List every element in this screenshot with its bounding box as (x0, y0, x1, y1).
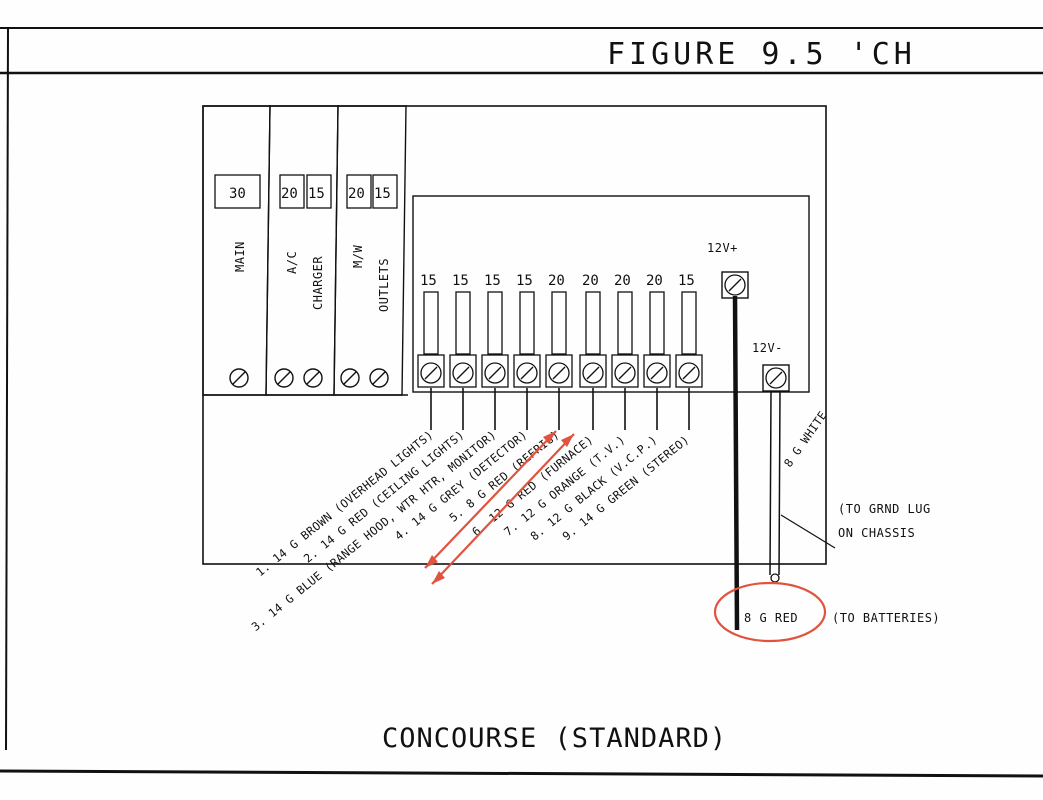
ground-cable-left (769, 391, 772, 576)
ground-cable-end (770, 573, 780, 583)
ac-charger-breaker-column (265, 105, 339, 396)
fuse-screw-slot (488, 366, 502, 380)
frame-bottom-line (0, 769, 1043, 778)
fuse-screw-slot (682, 366, 696, 380)
circuit-label-list: 1. 14 G BROWN (OVERHEAD LIGHTS)2. 14 G R… (249, 427, 692, 633)
charger-breaker-screw (303, 368, 323, 388)
fuse-screw-slot (618, 366, 632, 380)
fuse-slot (423, 291, 439, 355)
fuse-rating: 15 (452, 273, 469, 289)
outlets-breaker-screw (369, 368, 389, 388)
fuse-terminal-block (675, 354, 703, 388)
fuse-terminal-block (481, 354, 509, 388)
battery-highlight-circle (713, 581, 827, 643)
fuse-row: 15 15 15 15 20 20 20 20 15 (417, 273, 703, 430)
fuse-rating: 15 (484, 273, 501, 289)
battery-cable (732, 295, 740, 631)
ac-amp-box (279, 174, 305, 209)
charger-amp-box (306, 174, 332, 209)
fuse-slot (649, 291, 665, 355)
fuse-panel (412, 195, 810, 393)
neg-terminal-label: 12V- (752, 341, 783, 355)
ground-cable-right (778, 391, 781, 576)
charger-label: CHARGER (311, 256, 325, 310)
fuse-slot (487, 291, 503, 355)
mw-breaker-screw (340, 368, 360, 388)
furnace-arrow-head-end (561, 434, 574, 447)
fuse-terminal-screw-icon (646, 362, 668, 384)
fuse-rating: 20 (646, 273, 663, 289)
fuse-slot (585, 291, 601, 355)
ground-note-line-1: (TO GRND LUG (838, 502, 931, 516)
fuse-terminal-block (513, 354, 541, 388)
outlets-amp-box (372, 174, 398, 209)
fuse-terminal-block (449, 354, 477, 388)
ac-amp: 20 (281, 186, 298, 202)
fuse-terminal-block (611, 354, 639, 388)
ac-label: A/C (285, 251, 299, 274)
frame-left-line (5, 27, 9, 751)
fuse-rating: 20 (582, 273, 599, 289)
fuse-rating: 15 (678, 273, 695, 289)
diagram-caption: CONCOURSE (STANDARD) (382, 723, 727, 754)
refrig-arrow-head-start (425, 555, 438, 568)
ground-wire-label: 8 G WHITE (781, 408, 830, 469)
charger-amp: 15 (308, 186, 325, 202)
main-breaker-screw (229, 368, 249, 388)
fuse-terminal-screw-icon (516, 362, 538, 384)
main-amp-box (214, 174, 261, 209)
figure-title: FIGURE 9.5 'CH (607, 37, 916, 72)
fuse-rating: 15 (420, 273, 437, 289)
ac-breaker-screw (274, 368, 294, 388)
fuse-terminal-screw-icon (614, 362, 636, 384)
fuse-screw-slot (586, 366, 600, 380)
fuse-terminal-screw-icon (484, 362, 506, 384)
fuse-slot (519, 291, 535, 355)
ground-note-leader (780, 514, 836, 549)
main-amp: 30 (229, 186, 246, 202)
main-label: MAIN (233, 241, 247, 272)
fuse-terminal-screw-icon (420, 362, 442, 384)
fuse-rating: 15 (516, 273, 533, 289)
outlets-amp: 15 (374, 186, 391, 202)
fuse-screw-slot (520, 366, 534, 380)
battery-note: (TO BATTERIES) (832, 611, 940, 625)
battery-wire-label: 8 G RED (744, 611, 798, 625)
pos-terminal (721, 271, 749, 299)
fuse-slot (617, 291, 633, 355)
refrig-arrow-head-end (543, 431, 556, 444)
fuse-terminal-screw-icon (678, 362, 700, 384)
fuse-screw-slot (424, 366, 438, 380)
refrig-highlight-arrow (424, 430, 557, 569)
fuse-terminal-block (579, 354, 607, 388)
mw-outlets-breaker-column (333, 105, 407, 396)
fuse-screw-slot (456, 366, 470, 380)
fuse-slot (551, 291, 567, 355)
fuse-screw-slot (650, 366, 664, 380)
fuse-terminal-block (643, 354, 671, 388)
fuse-rating: 20 (548, 273, 565, 289)
fuse-terminal-screw-icon (452, 362, 474, 384)
fuse-terminal-screw-icon (582, 362, 604, 384)
fuse-terminal-block (545, 354, 573, 388)
fuse-slot (455, 291, 471, 355)
furnace-highlight-arrow (431, 433, 575, 585)
pos-terminal-label: 12V+ (707, 241, 738, 255)
ground-note-line-2: ON CHASSIS (838, 526, 915, 540)
neg-terminal (762, 364, 790, 392)
mw-amp: 20 (348, 186, 365, 202)
fuse-slot (681, 291, 697, 355)
furnace-arrow-head-start (432, 571, 445, 584)
mw-label: M/W (351, 245, 365, 268)
fuse-terminal-block (417, 354, 445, 388)
mw-amp-box (346, 174, 372, 209)
outlets-label: OUTLETS (377, 258, 391, 312)
fuse-rating: 20 (614, 273, 631, 289)
fuse-screw-slot (552, 366, 566, 380)
fuse-terminal-screw-icon (548, 362, 570, 384)
